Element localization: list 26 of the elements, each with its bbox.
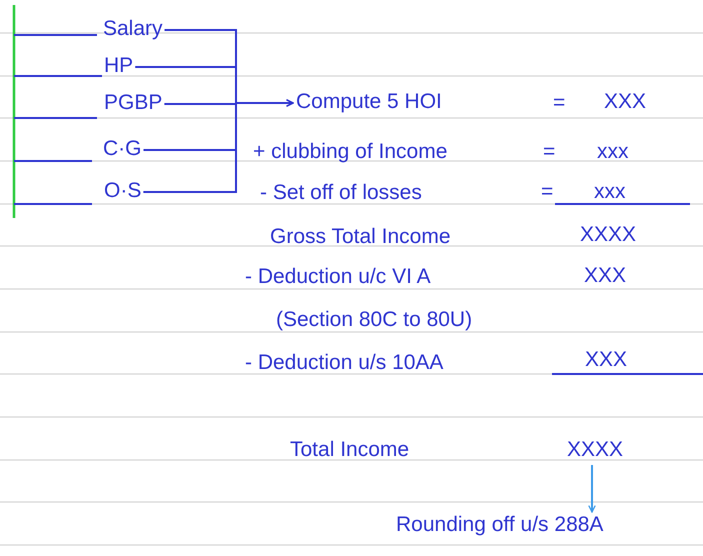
income-head-text: PGBP [104, 90, 162, 118]
equals-sign: = [553, 90, 566, 116]
amount-text: xxx [597, 139, 628, 165]
step-text: Total Income [290, 437, 410, 463]
step-text: Gross Total Income [270, 224, 451, 250]
step-text: - Set off of losses [260, 180, 422, 206]
amount-text: XXX [585, 347, 628, 373]
step-text: Rounding off u/s 288A [396, 512, 682, 540]
arrow [588, 465, 596, 513]
amount-text: XXXX [580, 222, 636, 248]
income-head-text: O·S [104, 178, 142, 206]
amount-text: XXX [604, 89, 646, 115]
amount-text: XXXX [567, 437, 667, 465]
step-text: - Deduction u/c VI A [245, 264, 431, 290]
income-head-text: Salary [103, 16, 163, 44]
note-text: (Section 80C to 80U) [276, 307, 472, 333]
amount-text: xxx [594, 179, 626, 205]
step-text: - Deduction u/s 10AA [245, 350, 444, 376]
equals-sign: = [541, 179, 554, 205]
equals-sign: = [543, 139, 556, 165]
amount-text: XXX [584, 263, 626, 289]
income-head-text: HP [104, 53, 134, 81]
step-text: + clubbing of Income [253, 139, 448, 165]
step-text: Compute 5 HOI [296, 89, 506, 117]
income-head-text: C·G [103, 136, 142, 164]
arrow [143, 99, 294, 193]
